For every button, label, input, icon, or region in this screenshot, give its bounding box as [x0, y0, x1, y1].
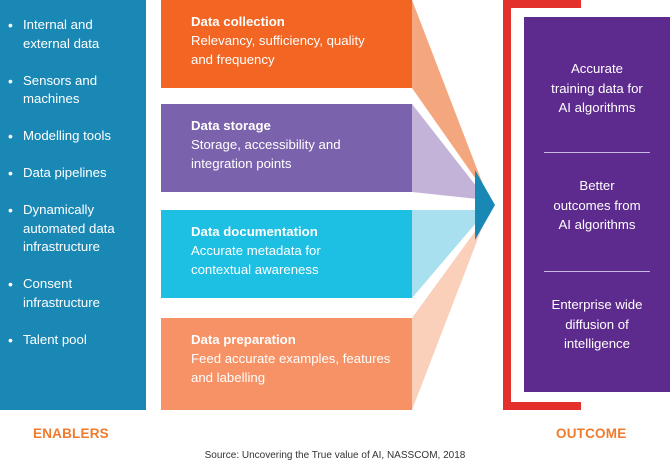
enabler-item: Sensors and machines — [8, 72, 123, 109]
outcome-item: Accurate training data for AI algorithms — [524, 59, 670, 118]
stage-title: Data collection — [191, 14, 285, 29]
outcome-bracket-side — [503, 0, 511, 410]
enabler-item: Data pipelines — [8, 164, 140, 183]
source-caption: Source: Uncovering the True value of AI,… — [204, 450, 466, 461]
stage-data-storage: Data storage Storage, accessibility and … — [161, 104, 412, 192]
outcome-item: Better outcomes from AI algorithms — [524, 176, 670, 235]
stage-description: Storage, accessibility and integration p… — [191, 137, 341, 171]
funnel-band-documentation — [412, 210, 487, 298]
outcome-item-text: Enterprise wide diffusion of intelligenc… — [551, 297, 643, 351]
stage-description: Feed accurate examples, features and lab… — [191, 351, 391, 385]
funnel-band-collection — [412, 0, 487, 195]
enabler-item: Talent pool — [8, 331, 140, 350]
outcome-bracket-bottom — [503, 402, 581, 410]
outcome-label: OUTCOME — [556, 426, 627, 441]
outcome-divider — [544, 152, 650, 153]
outcome-item-text: Accurate training data for AI algorithms — [551, 61, 643, 115]
enabler-item: Modelling tools — [8, 127, 140, 146]
outcome-item-text: Better outcomes from AI algorithms — [553, 178, 641, 232]
enablers-label: ENABLERS — [33, 426, 109, 441]
stage-title: Data storage — [191, 118, 271, 133]
outcome-item: Enterprise wide diffusion of intelligenc… — [524, 295, 670, 354]
enabler-item: Consent infrastructure — [8, 275, 123, 312]
enabler-item: Dynamically automated data infrastructur… — [8, 201, 133, 257]
enablers-list: Internal and external data Sensors and m… — [8, 16, 140, 349]
outcome-bracket-top — [503, 0, 581, 8]
stage-description: Relevancy, sufficiency, quality and freq… — [191, 33, 365, 67]
outcome-panel: Accurate training data for AI algorithms… — [524, 17, 670, 392]
stage-description: Accurate metadata for contextual awarene… — [191, 243, 321, 277]
stage-data-documentation: Data documentation Accurate metadata for… — [161, 210, 412, 298]
outcome-divider — [544, 271, 650, 272]
arrow-right-icon — [475, 170, 495, 240]
enablers-panel: Internal and external data Sensors and m… — [0, 0, 146, 410]
stage-data-preparation: Data preparation Feed accurate examples,… — [161, 318, 412, 410]
stage-title: Data documentation — [191, 224, 318, 239]
stage-data-collection: Data collection Relevancy, sufficiency, … — [161, 0, 412, 88]
funnel-band-storage — [412, 104, 487, 200]
enabler-item: Internal and external data — [8, 16, 138, 53]
stage-title: Data preparation — [191, 332, 296, 347]
funnel-band-preparation — [412, 215, 487, 410]
